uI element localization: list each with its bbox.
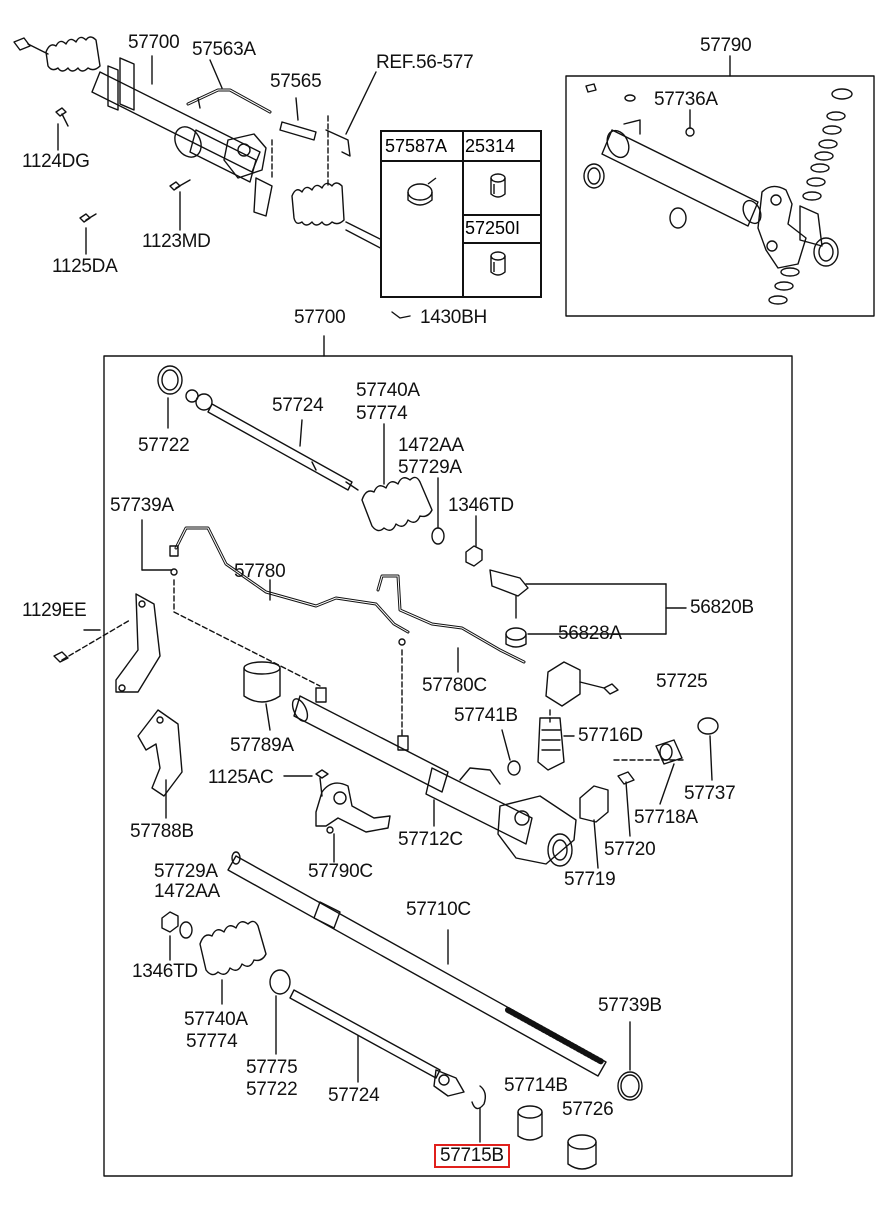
rack-bar-57710C <box>227 851 607 1077</box>
label-56828A: 56828A <box>558 623 622 644</box>
bushing-icon <box>490 251 506 276</box>
label-57739A: 57739A <box>110 495 174 516</box>
inner-tie-rod-upper <box>157 365 359 491</box>
label-57724-lower: 57724 <box>328 1085 380 1106</box>
label-57565: 57565 <box>270 71 322 92</box>
label-57724-upper: 57724 <box>272 395 324 416</box>
label-57714B: 57714B <box>504 1075 568 1096</box>
label-57563A: 57563A <box>192 39 256 60</box>
label-56820B: 56820B <box>690 597 754 618</box>
label-57710C: 57710C <box>406 899 471 920</box>
label-1346TD-lower: 1346TD <box>132 961 198 982</box>
table-cell-25314: 25314 <box>462 132 540 162</box>
label-57788B: 57788B <box>130 821 194 842</box>
label-1472AA-upper: 1472AA <box>398 435 464 456</box>
label-57720: 57720 <box>604 839 656 860</box>
boot-upper <box>361 423 483 567</box>
label-57741B: 57741B <box>454 705 518 726</box>
label-57700-mid: 57700 <box>294 307 346 328</box>
bolt-1125DA-icon <box>79 213 97 223</box>
outer-tie-rod-end <box>489 569 687 648</box>
inner-tie-rod-lower <box>161 911 465 1097</box>
label-57719: 57719 <box>564 869 616 890</box>
label-1129EE: 1129EE <box>22 600 87 621</box>
label-57729A-lower: 57729A <box>154 861 218 882</box>
label-57737: 57737 <box>684 783 736 804</box>
label-1125DA: 1125DA <box>52 256 118 277</box>
label-57790C: 57790C <box>308 861 373 882</box>
right-small-parts <box>579 717 719 869</box>
table-cell-57587A-image <box>382 160 464 296</box>
label-57774-upper: 57774 <box>356 403 408 424</box>
label-1124DG: 1124DG <box>22 151 90 172</box>
label-57726: 57726 <box>562 1099 614 1120</box>
pipe-57780 <box>141 519 410 687</box>
table-cell-25314-image <box>462 160 540 216</box>
table-cell-57587A: 57587A <box>382 132 464 162</box>
bushing-icon <box>490 173 506 198</box>
label-57775: 57775 <box>246 1057 298 1078</box>
label-1472AA-lower: 1472AA <box>154 881 220 902</box>
label-1346TD-upper: 1346TD <box>448 495 514 516</box>
label-57780C: 57780C <box>422 675 487 696</box>
label-57774-lower: 57774 <box>186 1031 238 1052</box>
bracket-1129EE <box>53 593 161 693</box>
label-57715B-highlighted[interactable]: 57715B <box>434 1144 510 1168</box>
bottom-parts <box>471 1021 643 1170</box>
parts-table: 57587A 25314 57250I <box>380 130 542 298</box>
label-57718A: 57718A <box>634 807 698 828</box>
housing-assembly-57790 <box>565 55 875 317</box>
label-57722-lower: 57722 <box>246 1079 298 1100</box>
label-57712C: 57712C <box>398 829 463 850</box>
label-ref-56-577: REF.56-577 <box>376 52 474 73</box>
pipe-57780C <box>376 574 526 737</box>
label-57780: 57780 <box>234 561 286 582</box>
label-57740A-lower: 57740A <box>184 1009 248 1030</box>
rack-housing <box>291 687 577 867</box>
label-57729A-upper: 57729A <box>398 457 462 478</box>
label-57716D: 57716D <box>578 725 643 746</box>
clamp-57790C <box>283 769 391 863</box>
table-cell-57250I: 57250I <box>462 214 540 244</box>
label-1123MD: 1123MD <box>142 231 211 252</box>
bracket-57788B <box>137 709 183 819</box>
label-57790: 57790 <box>700 35 752 56</box>
label-57700-top: 57700 <box>128 32 180 53</box>
label-57789A: 57789A <box>230 735 294 756</box>
label-57725: 57725 <box>656 671 708 692</box>
label-57722-upper: 57722 <box>138 435 190 456</box>
bush-57789A <box>243 661 281 731</box>
label-57739B: 57739B <box>598 995 662 1016</box>
clip-icon <box>407 177 437 206</box>
steering-gear-breakdown-box <box>103 335 793 1177</box>
label-1430BH: 1430BH <box>420 307 487 328</box>
valve-57716D <box>537 661 619 771</box>
bolt-1123MD-icon <box>169 179 191 191</box>
label-57740A-upper: 57740A <box>356 380 420 401</box>
label-57736A: 57736A <box>654 89 718 110</box>
table-cell-57250I-image <box>462 242 540 296</box>
bolt-1124DG-icon <box>55 107 69 127</box>
label-1125AC: 1125AC <box>208 767 274 788</box>
